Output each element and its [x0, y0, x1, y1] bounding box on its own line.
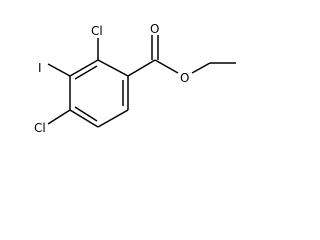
- ring-bond-c3-c4: [69, 109, 99, 128]
- ring-bond-c6-c1: [97, 59, 129, 77]
- benzene-ring: [69, 59, 129, 128]
- bond-carbonyl-ester-o: [154, 59, 179, 74]
- bond-c-i: [47, 63, 71, 77]
- atom-label-cl-bottom: Cl: [34, 121, 46, 135]
- ring-bond-c1-c2: [69, 59, 99, 77]
- ring-double-bond-c3-c4: [74, 106, 98, 122]
- structure-drawing: Cl I Cl O O: [34, 22, 236, 135]
- atom-label-carbonyl-oxygen: O: [150, 22, 159, 36]
- ring-bond-c4-c5: [97, 109, 129, 128]
- bond-ester-o-methyl: [191, 62, 211, 74]
- atom-label-cl-top: Cl: [91, 24, 103, 38]
- ring-double-bond-c1-c2: [74, 65, 98, 80]
- bond-c-cl-bottom: [47, 109, 71, 125]
- molecule-diagram: Cl I Cl O O: [34, 22, 236, 135]
- atom-label-iodine: I: [38, 61, 42, 75]
- atom-label-ester-oxygen: O: [180, 71, 189, 85]
- bond-ring-carbonyl: [127, 59, 156, 77]
